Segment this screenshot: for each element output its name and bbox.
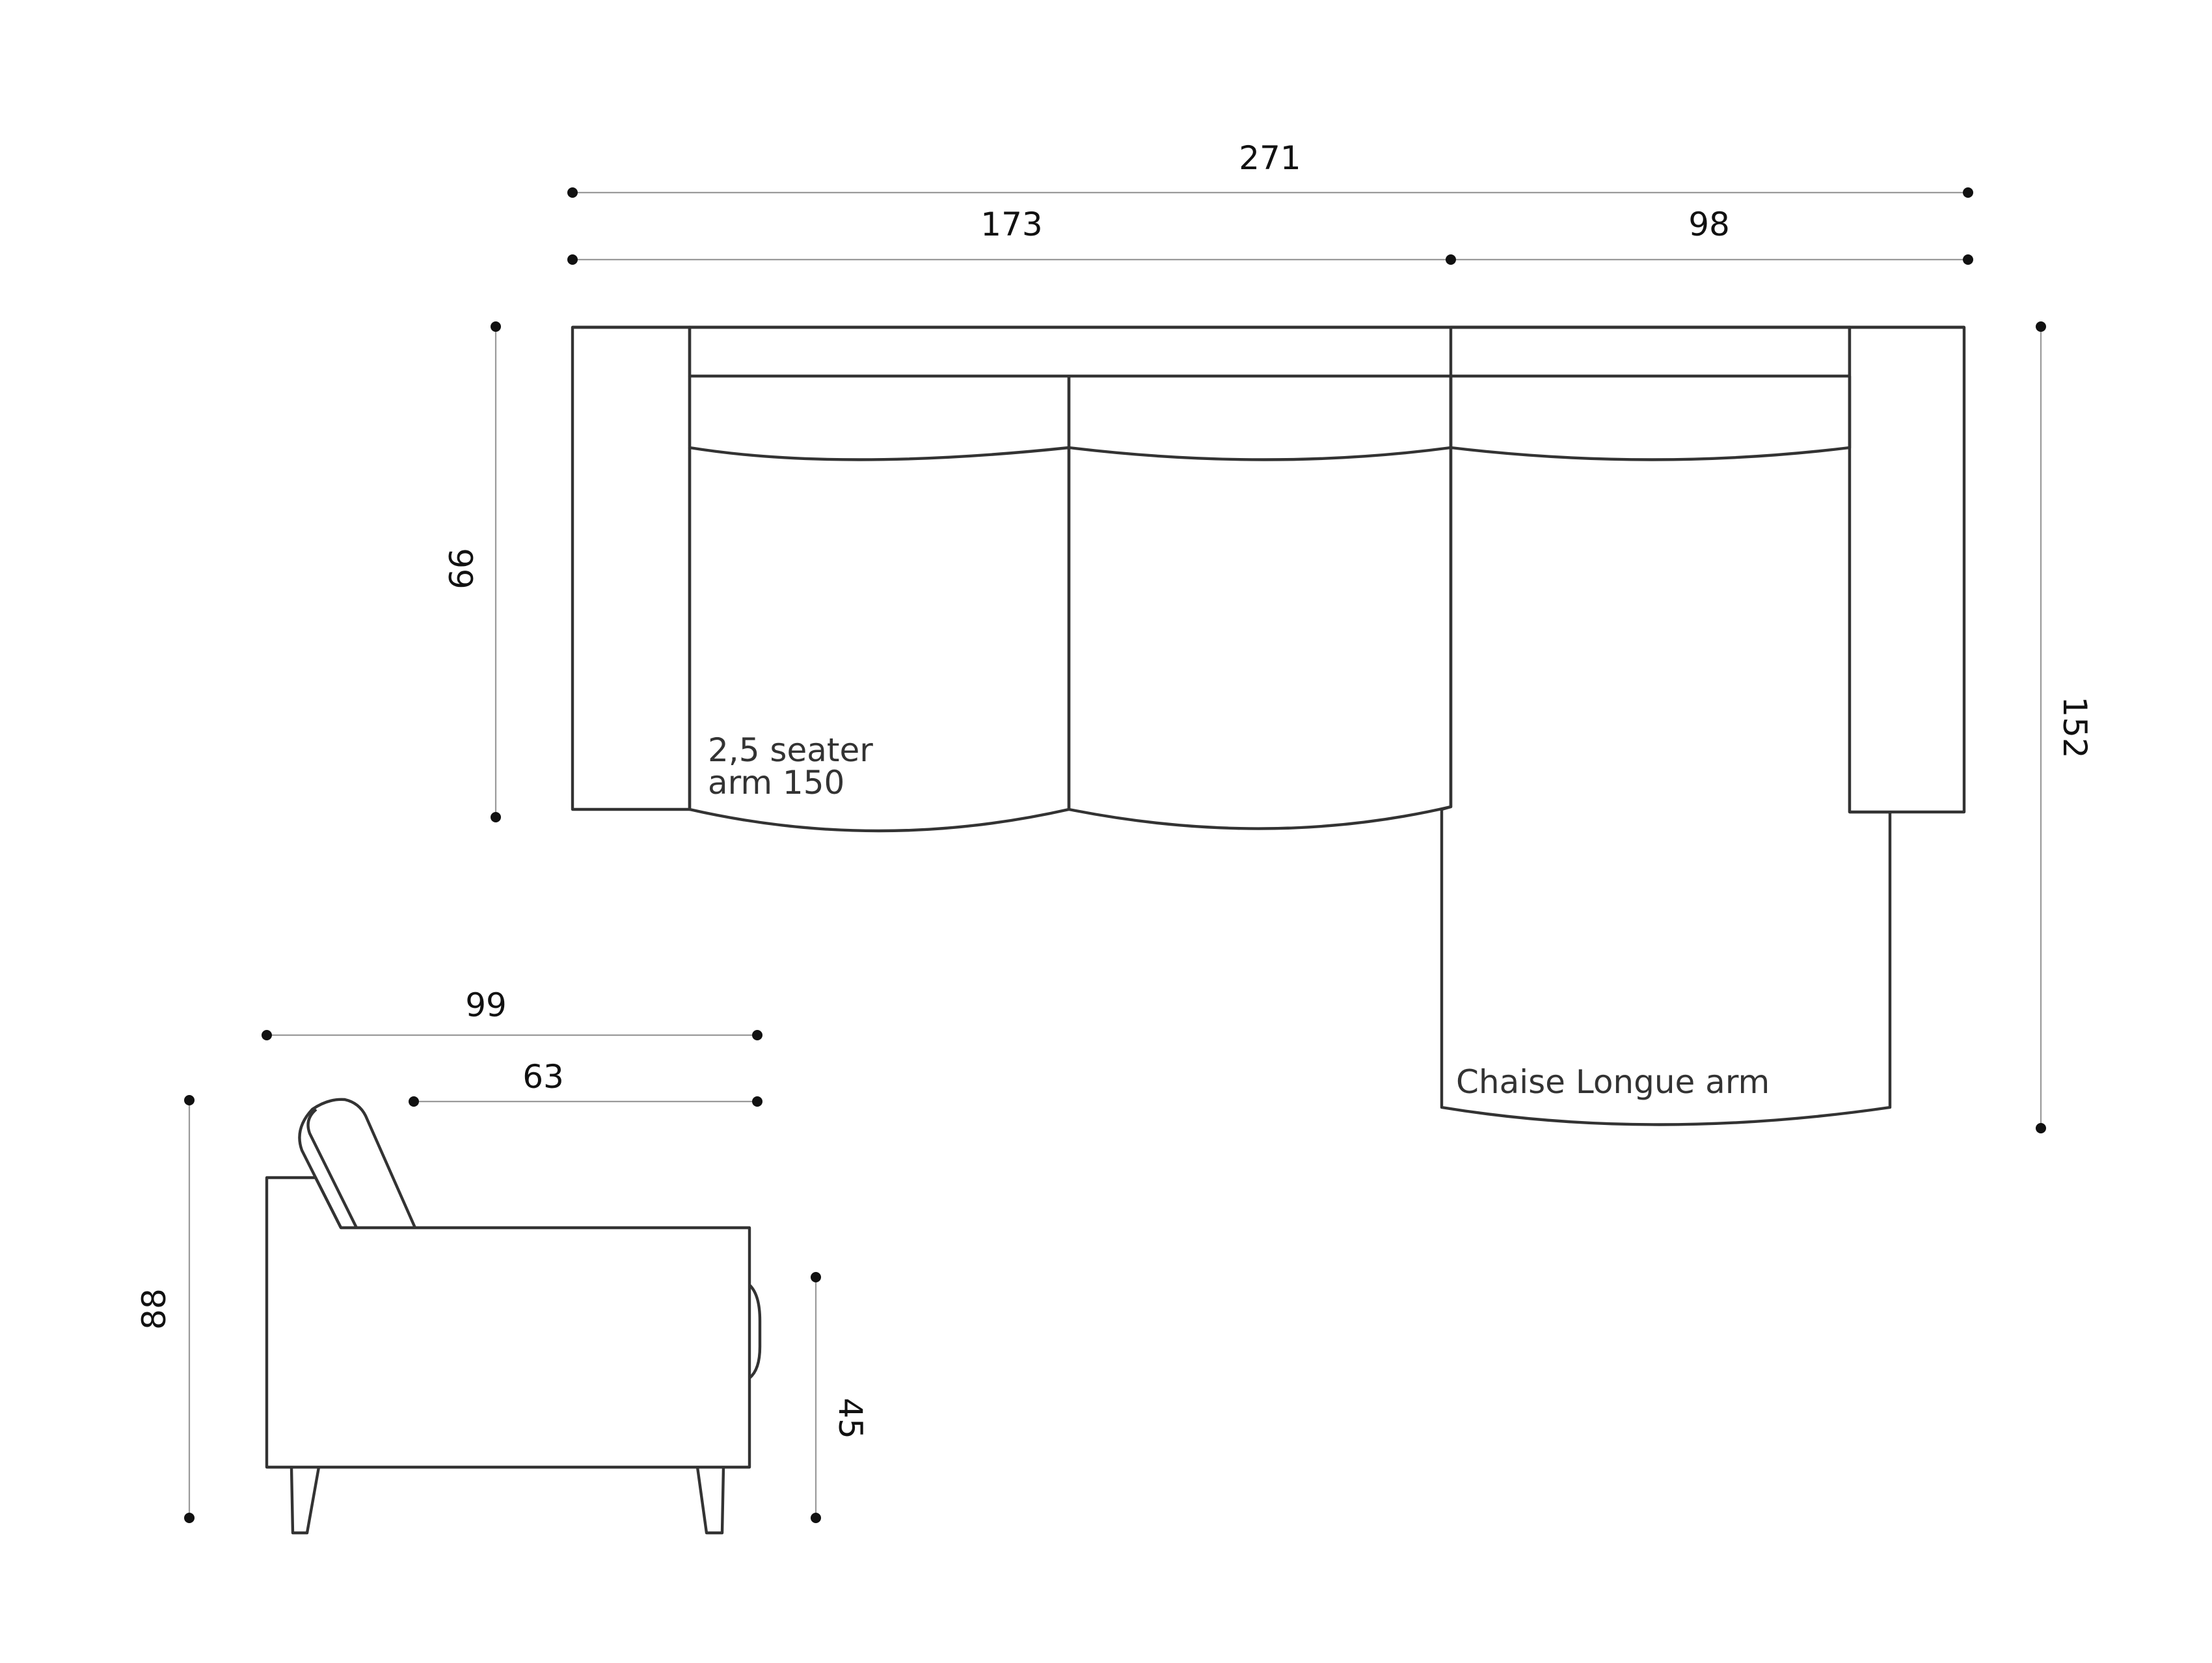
right-arm bbox=[1848, 325, 1966, 814]
side-front-bulge bbox=[748, 1284, 762, 1379]
dim-seat-height: 45 bbox=[811, 1272, 869, 1523]
dim-total-height: 88 bbox=[135, 1095, 195, 1523]
side-leg-front bbox=[290, 1467, 321, 1535]
dim-chaise-depth: 152 bbox=[2036, 321, 2094, 1133]
dim-chaise-depth-label: 152 bbox=[2056, 696, 2094, 758]
dim-side-depth: 99 bbox=[262, 986, 762, 1040]
dim-side-depth-label: 99 bbox=[465, 986, 507, 1024]
side-leg-back bbox=[695, 1467, 725, 1535]
left-arm bbox=[571, 325, 692, 811]
dim-seat-depth-label: 63 bbox=[522, 1058, 564, 1096]
back-cushion-2 bbox=[1067, 376, 1453, 461]
dim-sofa-width: 173 98 bbox=[567, 206, 1973, 265]
seat-cushion-2 bbox=[1067, 448, 1453, 830]
dim-sofa-depth: 99 bbox=[441, 321, 501, 822]
dim-seat-height-label: 45 bbox=[831, 1398, 869, 1439]
dim-sofa-depth-label: 99 bbox=[441, 548, 479, 589]
back-cushion-1 bbox=[688, 376, 1071, 461]
sofa-top-view: 2,5 seater arm 150 Chaise Longue arm bbox=[571, 325, 1966, 1126]
side-body bbox=[265, 1176, 751, 1469]
side-back-cushion bbox=[298, 1098, 417, 1228]
dim-sofa-width-label: 173 bbox=[980, 206, 1042, 243]
sofa-label-line2: arm 150 bbox=[708, 764, 844, 802]
sofa-side-view bbox=[265, 1098, 762, 1535]
dim-total-height-label: 88 bbox=[135, 1288, 173, 1330]
chaise-label: Chaise Longue arm bbox=[1456, 1063, 1770, 1101]
chaise-seat bbox=[1440, 325, 1892, 1126]
dim-seat-depth: 63 bbox=[409, 1058, 762, 1107]
back-cushion-3 bbox=[1449, 376, 1852, 461]
dim-total-width: 271 bbox=[567, 139, 1973, 198]
dim-chaise-width-label: 98 bbox=[1688, 206, 1730, 243]
sofa-label-line1: 2,5 seater bbox=[708, 731, 873, 769]
dim-total-width-label: 271 bbox=[1239, 139, 1301, 177]
seat-cushion-1 bbox=[688, 448, 1071, 833]
